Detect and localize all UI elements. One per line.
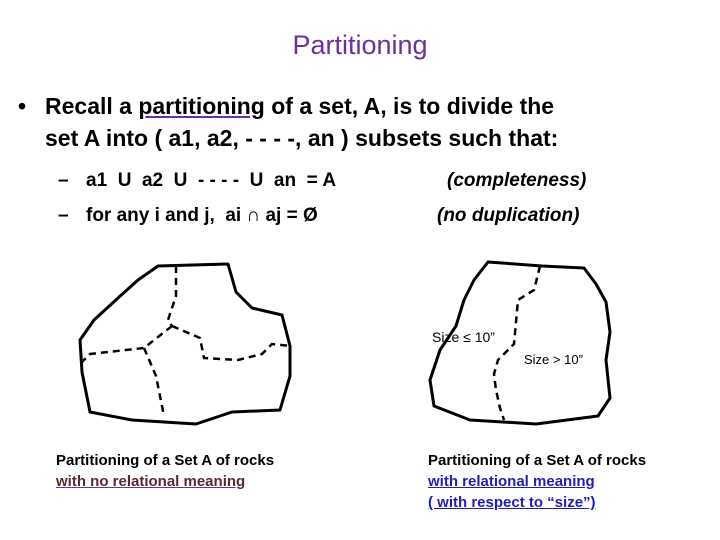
left-caption-line2: with no relational meaning: [56, 471, 274, 492]
size-large-label: Size > 10”: [524, 352, 583, 367]
right-partition-line: [494, 266, 540, 420]
left-partition-line: [168, 266, 176, 326]
left-caption-line1: Partitioning of a Set A of rocks: [56, 450, 274, 471]
size-small-label: Size ≤ 10”: [432, 329, 495, 345]
right-caption-line1: Partitioning of a Set A of rocks: [428, 450, 646, 471]
left-partition-line: [172, 326, 290, 360]
right-caption-line3: ( with respect to “size”): [428, 492, 646, 513]
left-partition-line: [144, 348, 164, 416]
right-caption-line2: with relational meaning: [428, 471, 646, 492]
right-caption: Partitioning of a Set A of rocks with re…: [428, 450, 646, 513]
left-caption: Partitioning of a Set A of rocks with no…: [56, 450, 274, 492]
left-partition-line: [82, 326, 172, 362]
left-rock-outline: [80, 264, 290, 424]
